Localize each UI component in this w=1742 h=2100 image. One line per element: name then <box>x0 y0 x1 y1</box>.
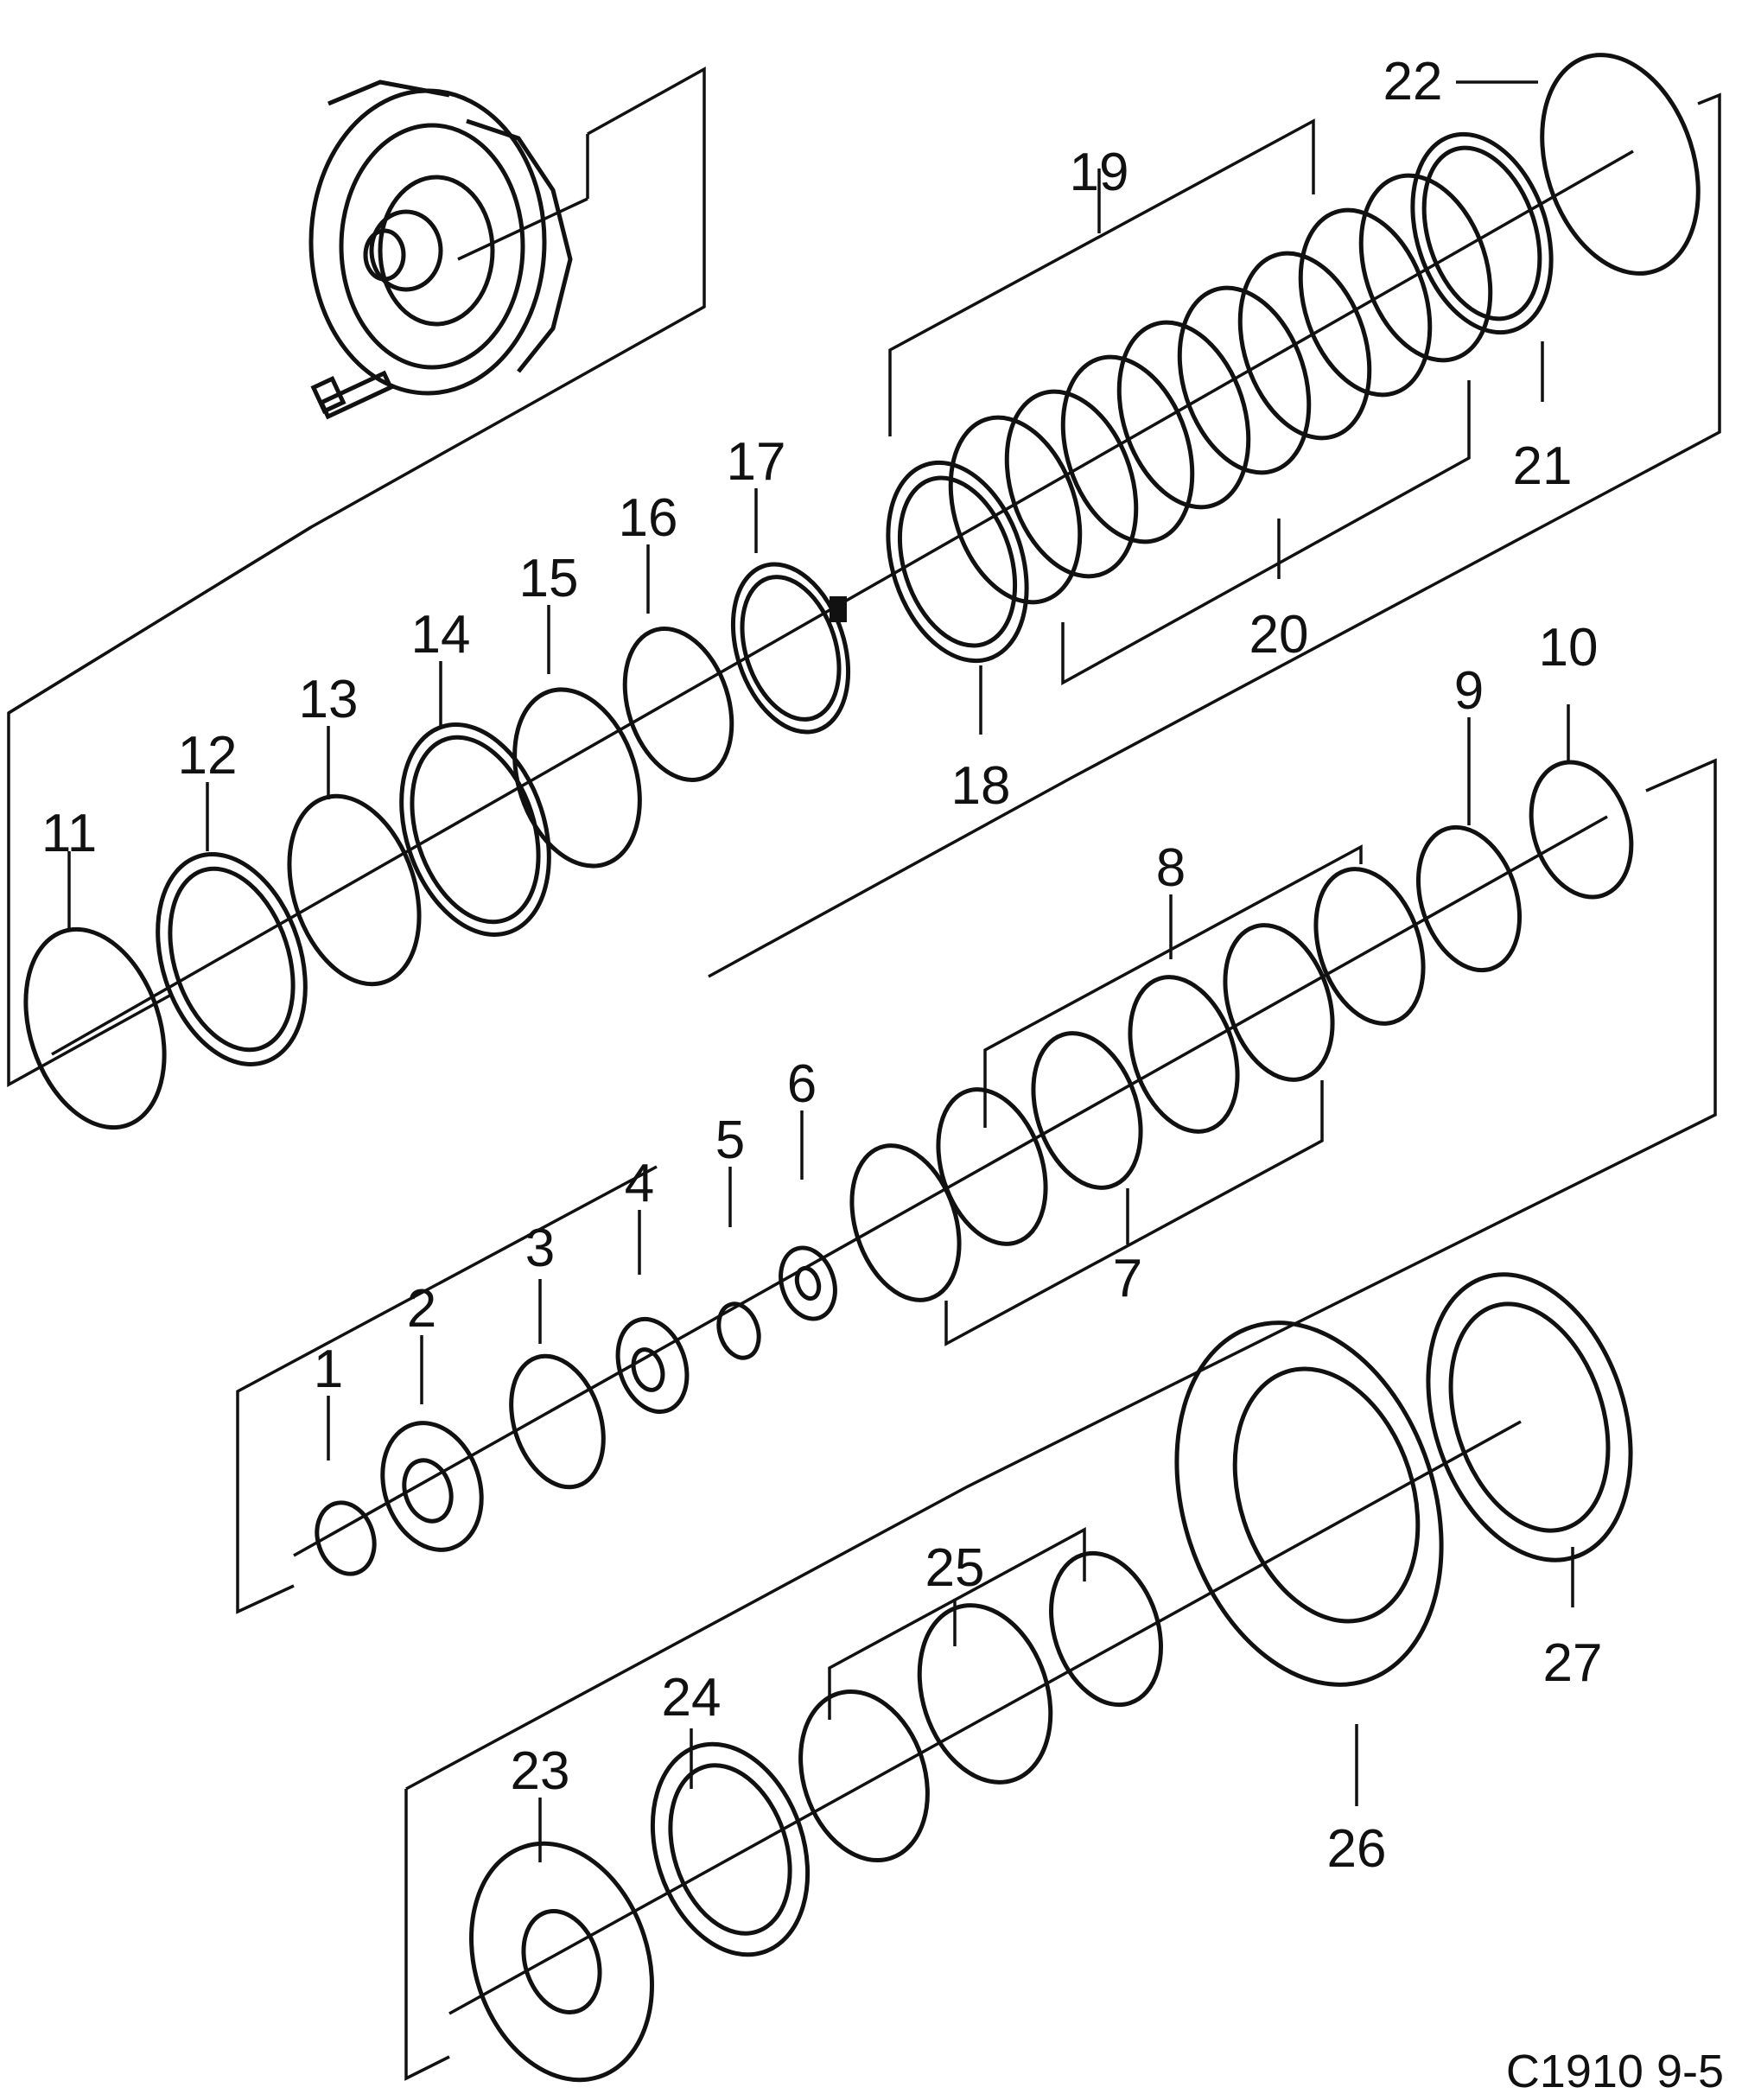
drawing-code: C1910 9-5 <box>1506 2046 1724 2097</box>
part-24-washer <box>650 1741 811 1957</box>
callout-6: 6 <box>787 1054 817 1114</box>
clutch-pack-19-20 <box>948 173 1493 605</box>
part-27-plate <box>1426 1272 1633 1562</box>
part-9-plate <box>1415 824 1523 973</box>
callout-14: 14 <box>411 605 471 665</box>
part-3-ring <box>509 1353 606 1490</box>
part-26-drum <box>1174 1320 1444 1687</box>
group-frame-middle <box>236 758 1717 1791</box>
part-2-hub <box>380 1421 484 1552</box>
part-23-gear <box>469 1841 654 2083</box>
axis-bottom <box>448 1420 1522 2015</box>
part-16-ring <box>622 627 734 782</box>
callout-9: 9 <box>1454 661 1484 721</box>
callout-27: 27 <box>1543 1633 1603 1693</box>
part-4-gear <box>615 1316 690 1415</box>
part-11-snap-ring <box>23 926 167 1130</box>
callout-10: 10 <box>1539 618 1599 678</box>
group-frame-top <box>7 67 1721 1087</box>
callout-5: 5 <box>715 1110 745 1170</box>
callout-1: 1 <box>314 1340 343 1399</box>
callout-23: 23 <box>511 1741 570 1801</box>
clutch-pack-7-8 <box>849 867 1426 1302</box>
callout-15: 15 <box>519 549 579 608</box>
callout-8: 8 <box>1156 838 1186 898</box>
callout-11: 11 <box>41 804 97 863</box>
pump-housing <box>308 80 589 396</box>
part-25-bearing <box>798 1550 1163 1863</box>
callout-13: 13 <box>299 670 359 729</box>
part-15-ring <box>512 687 642 869</box>
part-17-spring <box>730 562 851 735</box>
leader-lines <box>67 80 1574 1862</box>
callout-16: 16 <box>619 488 678 548</box>
callout-19: 19 <box>1070 143 1129 202</box>
part-21-plate <box>1410 131 1554 335</box>
part-5-clip <box>716 1301 761 1360</box>
callout-24: 24 <box>662 1668 722 1728</box>
callout-21: 21 <box>1513 436 1573 496</box>
callout-7: 7 <box>1113 1249 1142 1308</box>
callout-20: 20 <box>1249 605 1309 665</box>
part-1-snap-ring <box>315 1500 377 1576</box>
group-frame-bottom <box>404 1789 450 2081</box>
callout-26: 26 <box>1327 1819 1387 1879</box>
part-12-plate <box>156 852 308 1066</box>
callout-2: 2 <box>407 1279 436 1339</box>
callout-18: 18 <box>951 756 1011 816</box>
callout-3: 3 <box>525 1219 555 1278</box>
callout-labels: 1 2 3 4 5 6 7 8 9 10 11 12 13 14 15 16 1… <box>41 52 1603 1879</box>
bolt <box>310 370 394 420</box>
part-18-plate <box>886 460 1029 664</box>
callout-12: 12 <box>178 726 238 786</box>
callout-25: 25 <box>925 1538 985 1598</box>
axis-middle <box>293 815 1608 1557</box>
part-13-ring <box>287 793 422 987</box>
part-10-snap-ring <box>1529 760 1634 900</box>
axis-top <box>51 150 1634 1056</box>
callout-22: 22 <box>1383 52 1443 111</box>
part-22-snap-ring <box>1540 53 1701 276</box>
callout-17: 17 <box>727 432 786 492</box>
part-14-seal <box>399 722 551 937</box>
callout-4: 4 <box>625 1154 654 1213</box>
